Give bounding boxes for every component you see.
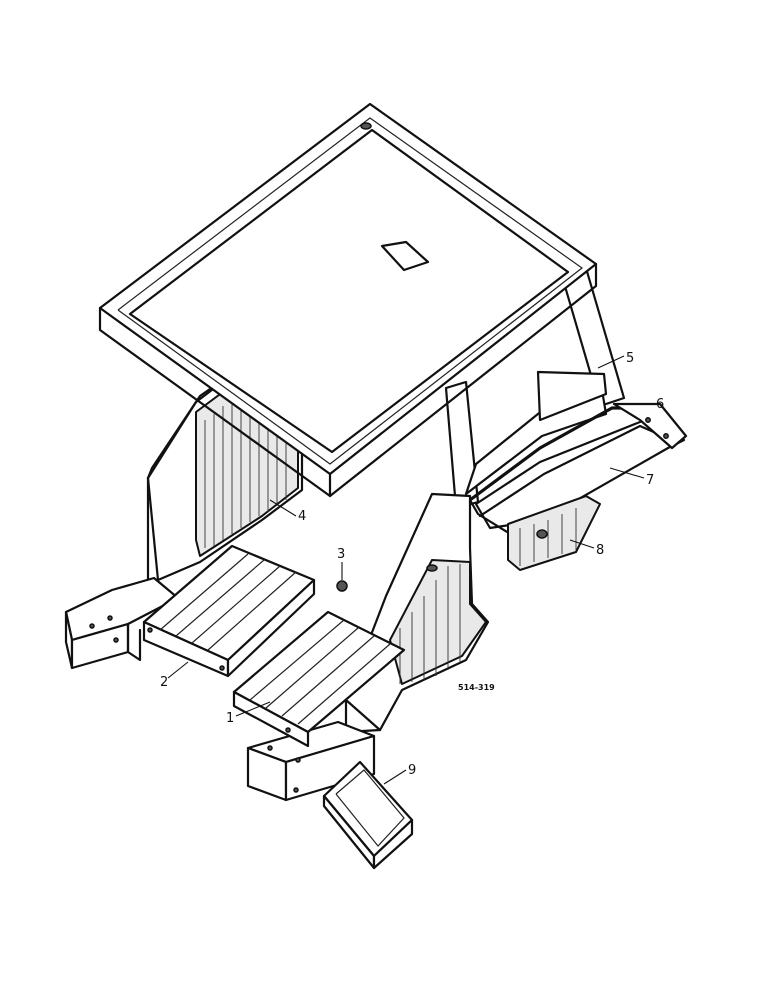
right-fender-assembly (464, 370, 688, 571)
callout-6: 6 (656, 397, 664, 412)
callout-2: 2 (160, 675, 168, 690)
rops-canopy-frame (98, 102, 626, 510)
lower-step-tray (322, 760, 414, 870)
callout-5: 5 (626, 351, 634, 366)
callout-7: 7 (646, 473, 654, 488)
callout-3: 3 (337, 547, 345, 562)
bolt-part (336, 580, 348, 592)
callout-leaders (167, 355, 654, 785)
drawing-code: 514-319 (458, 683, 495, 692)
callout-9: 9 (408, 763, 416, 778)
callout-labels: 1 2 3 4 5 6 7 8 9 514-319 (160, 351, 664, 778)
left-step-plate (142, 544, 316, 678)
callout-4: 4 (298, 509, 306, 524)
callout-8: 8 (596, 543, 604, 558)
right-step-plate (232, 610, 406, 748)
callout-1: 1 (226, 711, 234, 726)
